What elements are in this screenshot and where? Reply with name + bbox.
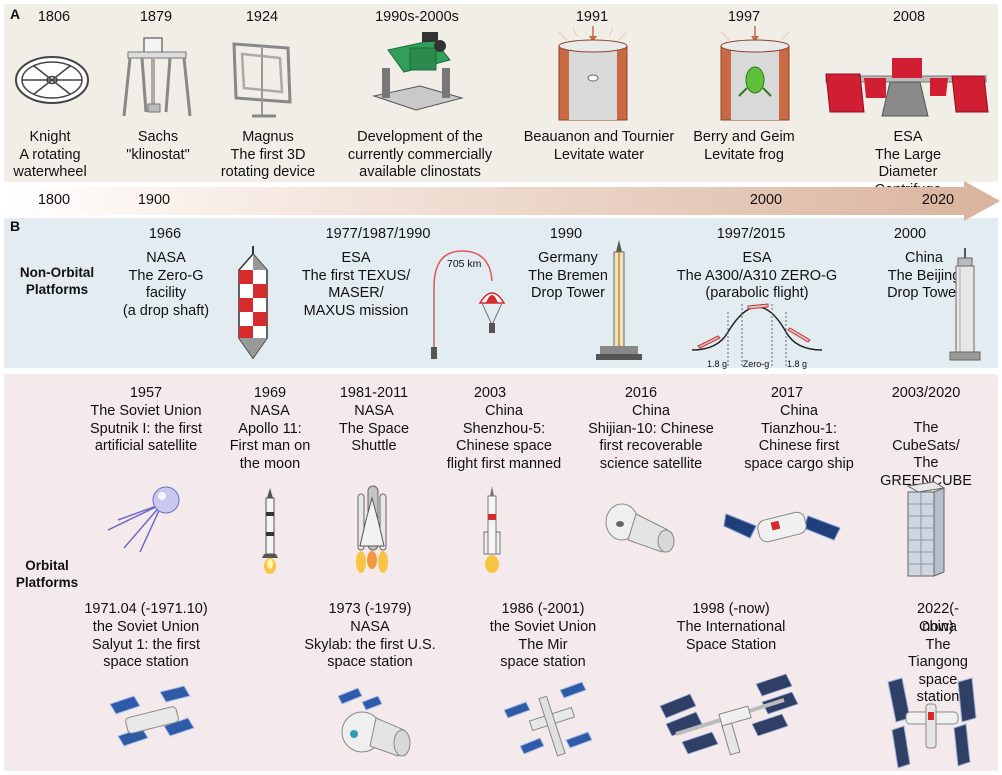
magnet-water-icon (558, 26, 628, 121)
mission-description: NASA Apollo 11: First man on the moon (229, 403, 311, 472)
orbital-background (4, 374, 998, 771)
event-year: 1997 (727, 9, 761, 25)
axis-label: 2000 (749, 192, 783, 208)
station-description: the Soviet Union Salyut 1: the first spa… (92, 619, 200, 670)
event-year: 2008 (892, 9, 926, 25)
platform-description: ESA The first TEXUS/ MASER/ MAXUS missio… (301, 250, 411, 319)
platform-description: China The Beijing Drop Tower (887, 250, 961, 301)
altitude-label: 705 km (447, 258, 482, 270)
mission-year: 2003 (473, 385, 507, 401)
saturn-rocket-icon (262, 488, 278, 574)
station-year: 1971.04 (-1971.10) (84, 601, 208, 617)
space-shuttle-icon (356, 485, 388, 573)
event-description: Sachs "klinostat" (126, 129, 190, 163)
cargo-ship-icon (723, 511, 841, 543)
long-march-rocket-icon (483, 486, 501, 573)
non-orbital-label: Non-Orbital Platforms (19, 265, 95, 297)
station-description: the Soviet Union The Mir space station (489, 619, 597, 670)
event-year: 1990s-2000s (375, 9, 459, 25)
station-year: 1998 (-now) (692, 601, 770, 617)
station-year: 2022(-now) (917, 601, 959, 635)
platform-description: Germany The Bremen Drop Tower (528, 250, 608, 301)
event-year: 1806 (37, 9, 71, 25)
event-description: Berry and Geim Levitate frog (693, 129, 795, 163)
axis-label: 1900 (137, 192, 171, 208)
klinostat-icon (122, 37, 192, 117)
bremen-tower-icon (596, 240, 642, 360)
mission-description: China Shijian-10: Chinese first recovera… (588, 403, 714, 472)
platform-year: 1966 (148, 226, 182, 242)
platform-year: 1990 (549, 226, 583, 242)
station-year: 1986 (-2001) (501, 601, 585, 617)
salyut-icon (109, 685, 195, 747)
platform-description: NASA The Zero-G facility (a drop shaft) (122, 250, 210, 319)
rotating-frame-icon (232, 42, 292, 118)
mission-description: China Tianzhou-1: Chinese first space ca… (744, 403, 854, 472)
mission-description: NASA The Space Shuttle (338, 403, 410, 454)
event-description: Beauanon and Tournier Levitate water (523, 129, 675, 163)
mission-year: 1981-2011 (339, 385, 409, 401)
platform-description: ESA The A300/A310 ZERO-G (parabolic flig… (676, 250, 838, 301)
platform-year: 1997/2015 (716, 226, 786, 242)
event-year: 1991 (575, 9, 609, 25)
waterwheel-icon (15, 56, 89, 104)
event-description: Knight A rotating waterwheel (13, 129, 87, 180)
panel-b-label: B (10, 218, 21, 234)
drop-capsule-icon (238, 246, 268, 360)
mission-description: The Soviet Union Sputnik I: the first ar… (89, 403, 203, 454)
mission-year: 1957 (129, 385, 163, 401)
station-description: China The Tiangong space station (908, 619, 968, 705)
timeline-arrow (4, 181, 1000, 221)
skylab-icon (337, 687, 411, 757)
mission-year: 2003/2020 (891, 385, 961, 401)
mission-year: 2016 (624, 385, 658, 401)
platform-year: 1977/1987/1990 (325, 226, 431, 242)
platform-year: 2000 (893, 226, 927, 242)
panel-a-label: A (10, 6, 21, 22)
station-description: NASA Skylab: the first U.S. space statio… (304, 619, 436, 670)
parabola-phase-label: 1.8 g (786, 359, 808, 369)
parabola-phase-label: 1.8 g (706, 359, 728, 369)
orbital-label: Orbital Platforms (15, 558, 79, 590)
capsule-icon (605, 503, 675, 553)
tiangong-icon (887, 677, 977, 769)
event-description: Magnus The first 3D rotating device (220, 129, 316, 180)
sounding-rocket-icon (431, 250, 506, 359)
iss-icon (659, 673, 799, 756)
sputnik-icon (107, 486, 180, 553)
mission-year: 2017 (770, 385, 804, 401)
clinostat-icon (372, 32, 464, 111)
station-description: The International Space Station (676, 619, 786, 653)
station-year: 1973 (-1979) (328, 601, 412, 617)
cubesat-icon (906, 481, 946, 577)
event-year: 1924 (245, 9, 279, 25)
centrifuge-icon (825, 58, 989, 117)
parabolic-flight-icon (691, 303, 823, 366)
parabola-phase-label: Zero-g (742, 359, 770, 369)
event-year: 1879 (139, 9, 173, 25)
non-orbital-background (4, 218, 998, 368)
beijing-tower-icon (949, 248, 981, 361)
mir-icon (503, 681, 593, 757)
mission-description: The CubeSats/ The GREENCUBE (880, 420, 972, 489)
mission-year: 1969 (253, 385, 287, 401)
axis-label: 2020 (921, 192, 955, 208)
axis-label: 1800 (37, 192, 71, 208)
mission-description: China Shenzhou-5: Chinese space flight f… (446, 403, 562, 472)
magnet-frog-icon (720, 26, 790, 121)
event-description: Development of the currently commerciall… (347, 129, 493, 180)
